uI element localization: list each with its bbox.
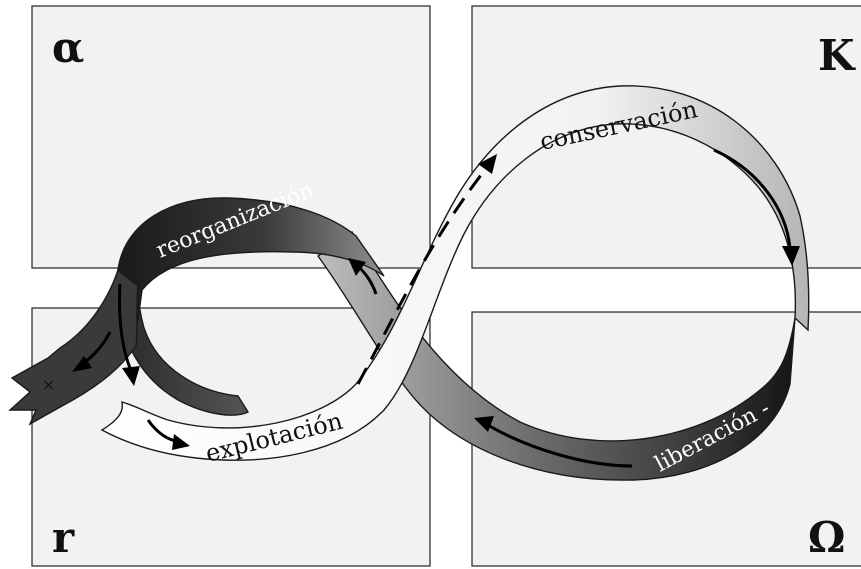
- arrowhead-conservation: [782, 246, 800, 266]
- arrow-exploitation-rise: [356, 165, 490, 385]
- label-alpha: α: [52, 23, 84, 72]
- label-omega: Ω: [808, 513, 845, 562]
- ribbon-release: [317, 230, 796, 481]
- ribbon-frayed-tail: [8, 268, 139, 426]
- label-r: r: [52, 513, 75, 562]
- arrowhead-exploitation-start: [172, 434, 190, 450]
- arrowhead-loop-down: [122, 366, 140, 386]
- arrowhead-exit: [72, 356, 92, 372]
- arrowhead-exploitation-rise: [478, 154, 497, 174]
- ribbon-exploitation-conservation: [100, 85, 810, 461]
- arrow-release: [485, 422, 633, 468]
- arrow-loop-down: [118, 283, 132, 369]
- label-kappa: K: [818, 31, 856, 80]
- arrowhead-reorganization: [348, 258, 366, 276]
- arrow-conservation: [713, 148, 792, 249]
- arrowhead-release: [474, 416, 494, 432]
- exit-marker: ×: [42, 375, 55, 394]
